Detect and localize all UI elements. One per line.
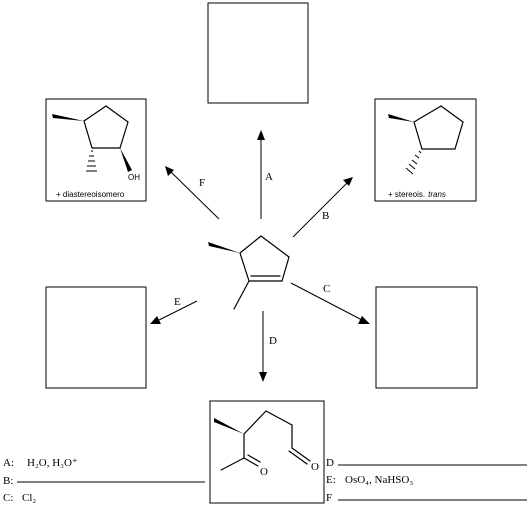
caption-stereois: + stereois.trans <box>388 190 446 199</box>
arrow-label-a: A <box>265 171 273 183</box>
product-f-structure: OH <box>52 105 140 182</box>
product-d-structure: O O <box>214 410 319 478</box>
reagent-d-label: D <box>326 457 334 469</box>
product-box-f <box>45 98 147 202</box>
product-b-structure <box>388 105 464 175</box>
product-box-b <box>374 98 477 202</box>
starting-material <box>208 235 290 310</box>
hydroxyl-label: OH <box>128 173 140 182</box>
arrow-label-f: F <box>199 177 205 189</box>
aldehyde-oxygen: O <box>311 461 319 473</box>
arrow-label-e: E <box>174 296 181 308</box>
arrow-label-b: B <box>322 210 329 222</box>
arrow-c <box>290 282 370 324</box>
answer-box-a[interactable] <box>207 2 309 104</box>
reagent-c-text: Cl₂ <box>22 492 36 504</box>
arrow-label-d: D <box>269 335 277 347</box>
product-box-d <box>209 400 325 504</box>
reagent-e-text: OsO₄, NaHSO₃ <box>345 474 413 486</box>
arrow-a <box>257 130 265 219</box>
arrow-f <box>165 166 220 220</box>
answer-box-c[interactable] <box>375 286 478 389</box>
arrow-e <box>150 300 198 324</box>
arrow-label-c: C <box>323 283 330 295</box>
ketone-oxygen: O <box>260 466 268 478</box>
reagent-c-label: C: <box>3 492 13 504</box>
reagent-f-label: F <box>326 492 332 504</box>
reagent-b-label: B: <box>3 475 13 487</box>
answer-box-e[interactable] <box>45 286 147 389</box>
arrow-d <box>259 311 267 382</box>
arrow-b <box>292 177 353 238</box>
reagent-a-label: A: <box>3 457 14 469</box>
caption-diastereoisomero: + diastereoisomero <box>56 190 125 199</box>
reagent-e-label: E: <box>326 474 336 486</box>
reagent-a-text: H₂O, H₃O⁺ <box>27 457 78 469</box>
